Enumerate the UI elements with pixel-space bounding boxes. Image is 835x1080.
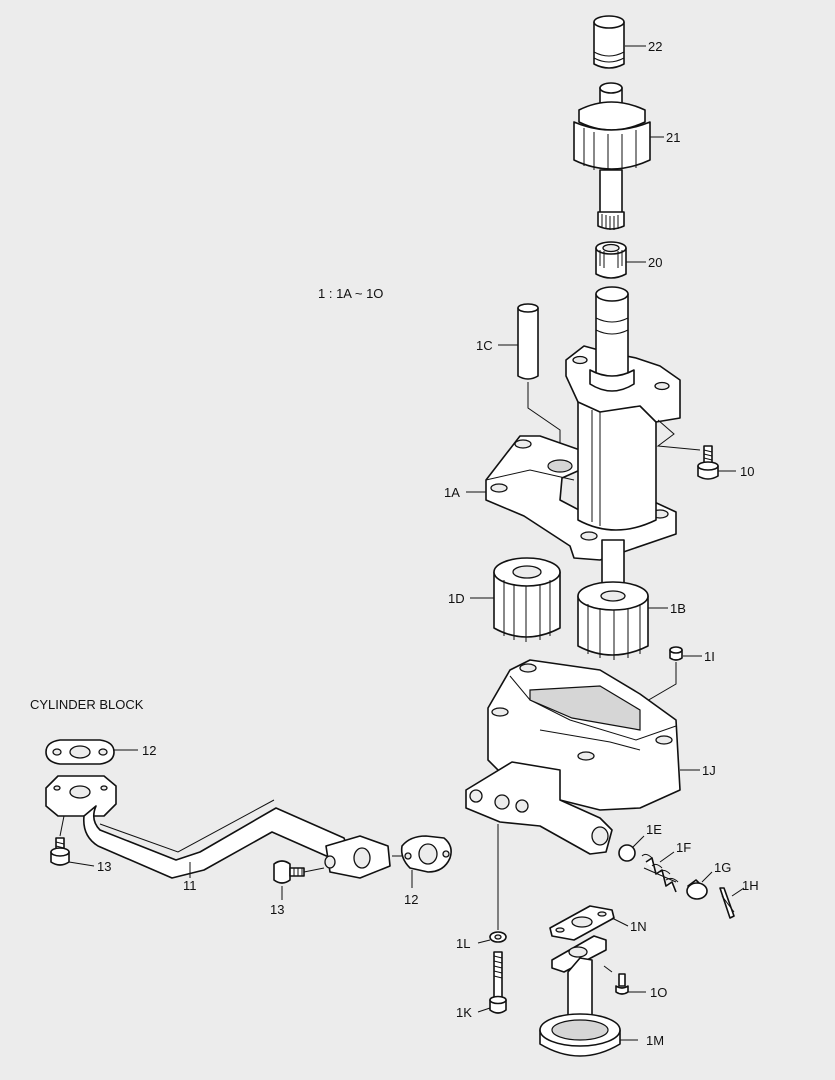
part-10-bolt <box>697 445 736 480</box>
part-22-bushing <box>593 15 646 69</box>
assembly-note: 1 : 1A ~ 1O <box>318 286 383 301</box>
part-20-bushing <box>595 241 646 279</box>
part-1B-gear <box>577 581 668 660</box>
part-12-gasket-lower <box>392 835 452 888</box>
part-1N-gasket <box>549 905 629 941</box>
part-12-gasket-upper <box>45 739 138 765</box>
part-13-bolt-left <box>50 815 95 867</box>
label-21: 21 <box>666 130 680 145</box>
part-1J-housing <box>465 659 700 855</box>
label-1L: 1L <box>456 936 470 951</box>
part-1A-pump-body <box>466 286 701 604</box>
part-1M-strainer <box>539 935 638 1057</box>
part-1D-driven-gear <box>470 557 561 642</box>
part-1G-cap <box>686 871 713 900</box>
part-1L-washer <box>477 824 507 944</box>
part-1K-bolt <box>477 951 507 1014</box>
label-1G: 1G <box>714 860 731 875</box>
label-1M: 1M <box>646 1033 664 1048</box>
label-1B: 1B <box>670 601 686 616</box>
label-1D: 1D <box>448 591 465 606</box>
label-1J: 1J <box>702 763 716 778</box>
part-1O-bolt <box>603 965 646 995</box>
part-13-bolt-right <box>273 860 325 900</box>
label-1K: 1K <box>456 1005 472 1020</box>
label-13-right: 13 <box>270 902 284 917</box>
label-12-lower: 12 <box>404 892 418 907</box>
label-22: 22 <box>648 39 662 54</box>
label-1I: 1I <box>704 649 715 664</box>
label-12-upper: 12 <box>142 743 156 758</box>
label-cylinder-block: CYLINDER BLOCK <box>30 697 144 712</box>
label-1E: 1E <box>646 822 662 837</box>
part-1E-ball <box>618 835 645 862</box>
part-1I-plug <box>627 646 702 713</box>
label-1O: 1O <box>650 985 667 1000</box>
label-1H: 1H <box>742 878 759 893</box>
label-1F: 1F <box>676 840 691 855</box>
part-1H-pin <box>719 887 745 919</box>
part-21-drive-gear <box>573 82 664 230</box>
label-1C: 1C <box>476 338 493 353</box>
part-1F-spring <box>641 851 679 893</box>
label-10-upper: 10 <box>740 464 754 479</box>
part-11-oil-pipe <box>45 775 391 879</box>
label-1N: 1N <box>630 919 647 934</box>
label-1A: 1A <box>444 485 460 500</box>
label-20: 20 <box>648 255 662 270</box>
label-11: 11 <box>183 878 197 893</box>
label-13-left: 13 <box>97 859 111 874</box>
